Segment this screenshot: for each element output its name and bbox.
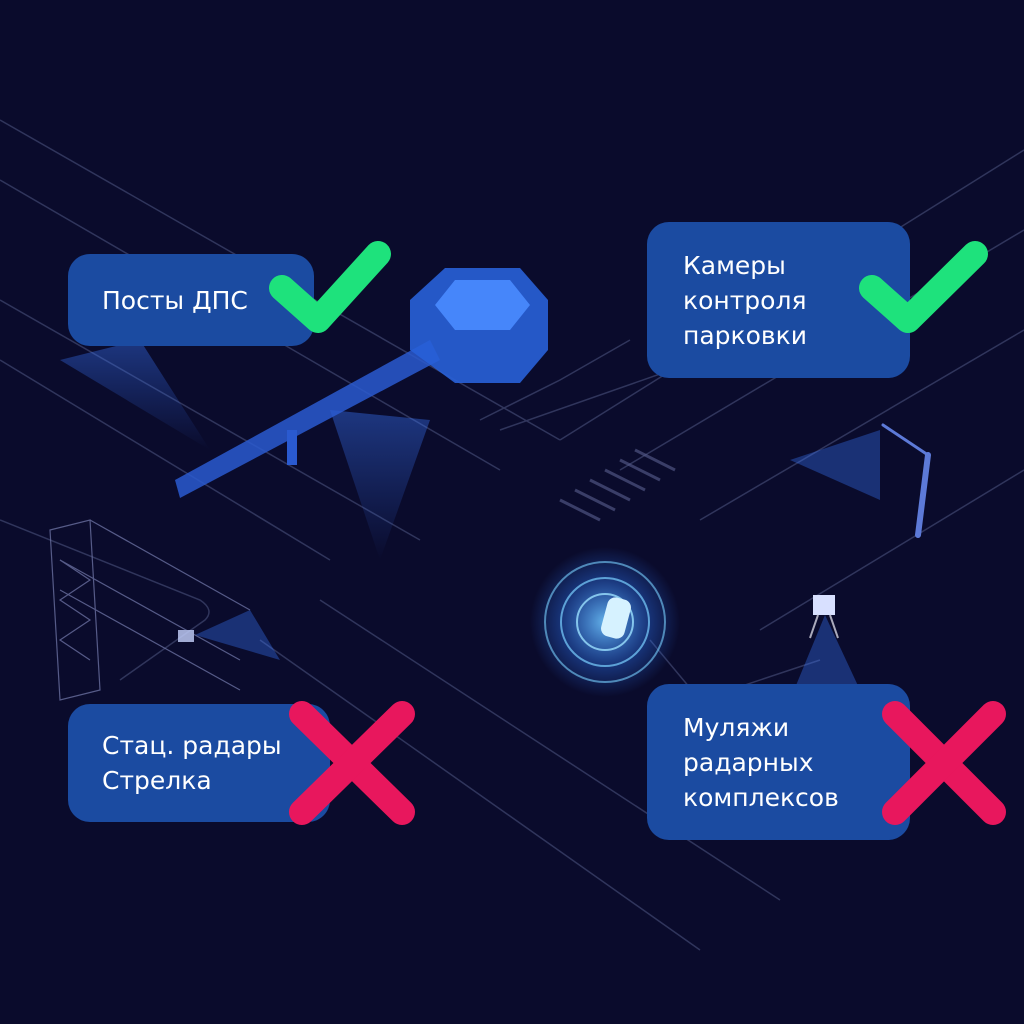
parking-camera-pole	[881, 423, 931, 538]
dummy-radar-tripod	[809, 595, 839, 639]
label-line: контроля	[683, 285, 807, 315]
label-line: радарных	[683, 747, 814, 777]
dashed-crosswalk	[559, 448, 676, 522]
label-line: Муляжи	[683, 712, 790, 742]
label-line: Камеры	[683, 250, 786, 280]
car-radar-signal	[530, 547, 680, 697]
label-line: Посты ДПС	[102, 285, 248, 315]
label-line: комплексов	[683, 782, 839, 812]
label-dummy-radars: Муляжи радарных комплексов	[647, 684, 910, 840]
label-parking-cameras: Камеры контроля парковки	[647, 222, 910, 378]
label-line: парковки	[683, 320, 808, 350]
label-strelka-radars: Стац. радары Стрелка	[68, 704, 330, 822]
traffic-police-post	[175, 268, 548, 498]
radar-gantry	[49, 519, 251, 701]
label-traffic-police-posts: Посты ДПС	[68, 254, 314, 346]
label-line: Стрелка	[102, 766, 212, 795]
camera-beams	[60, 340, 880, 700]
label-line: Стац. радары	[102, 731, 282, 760]
